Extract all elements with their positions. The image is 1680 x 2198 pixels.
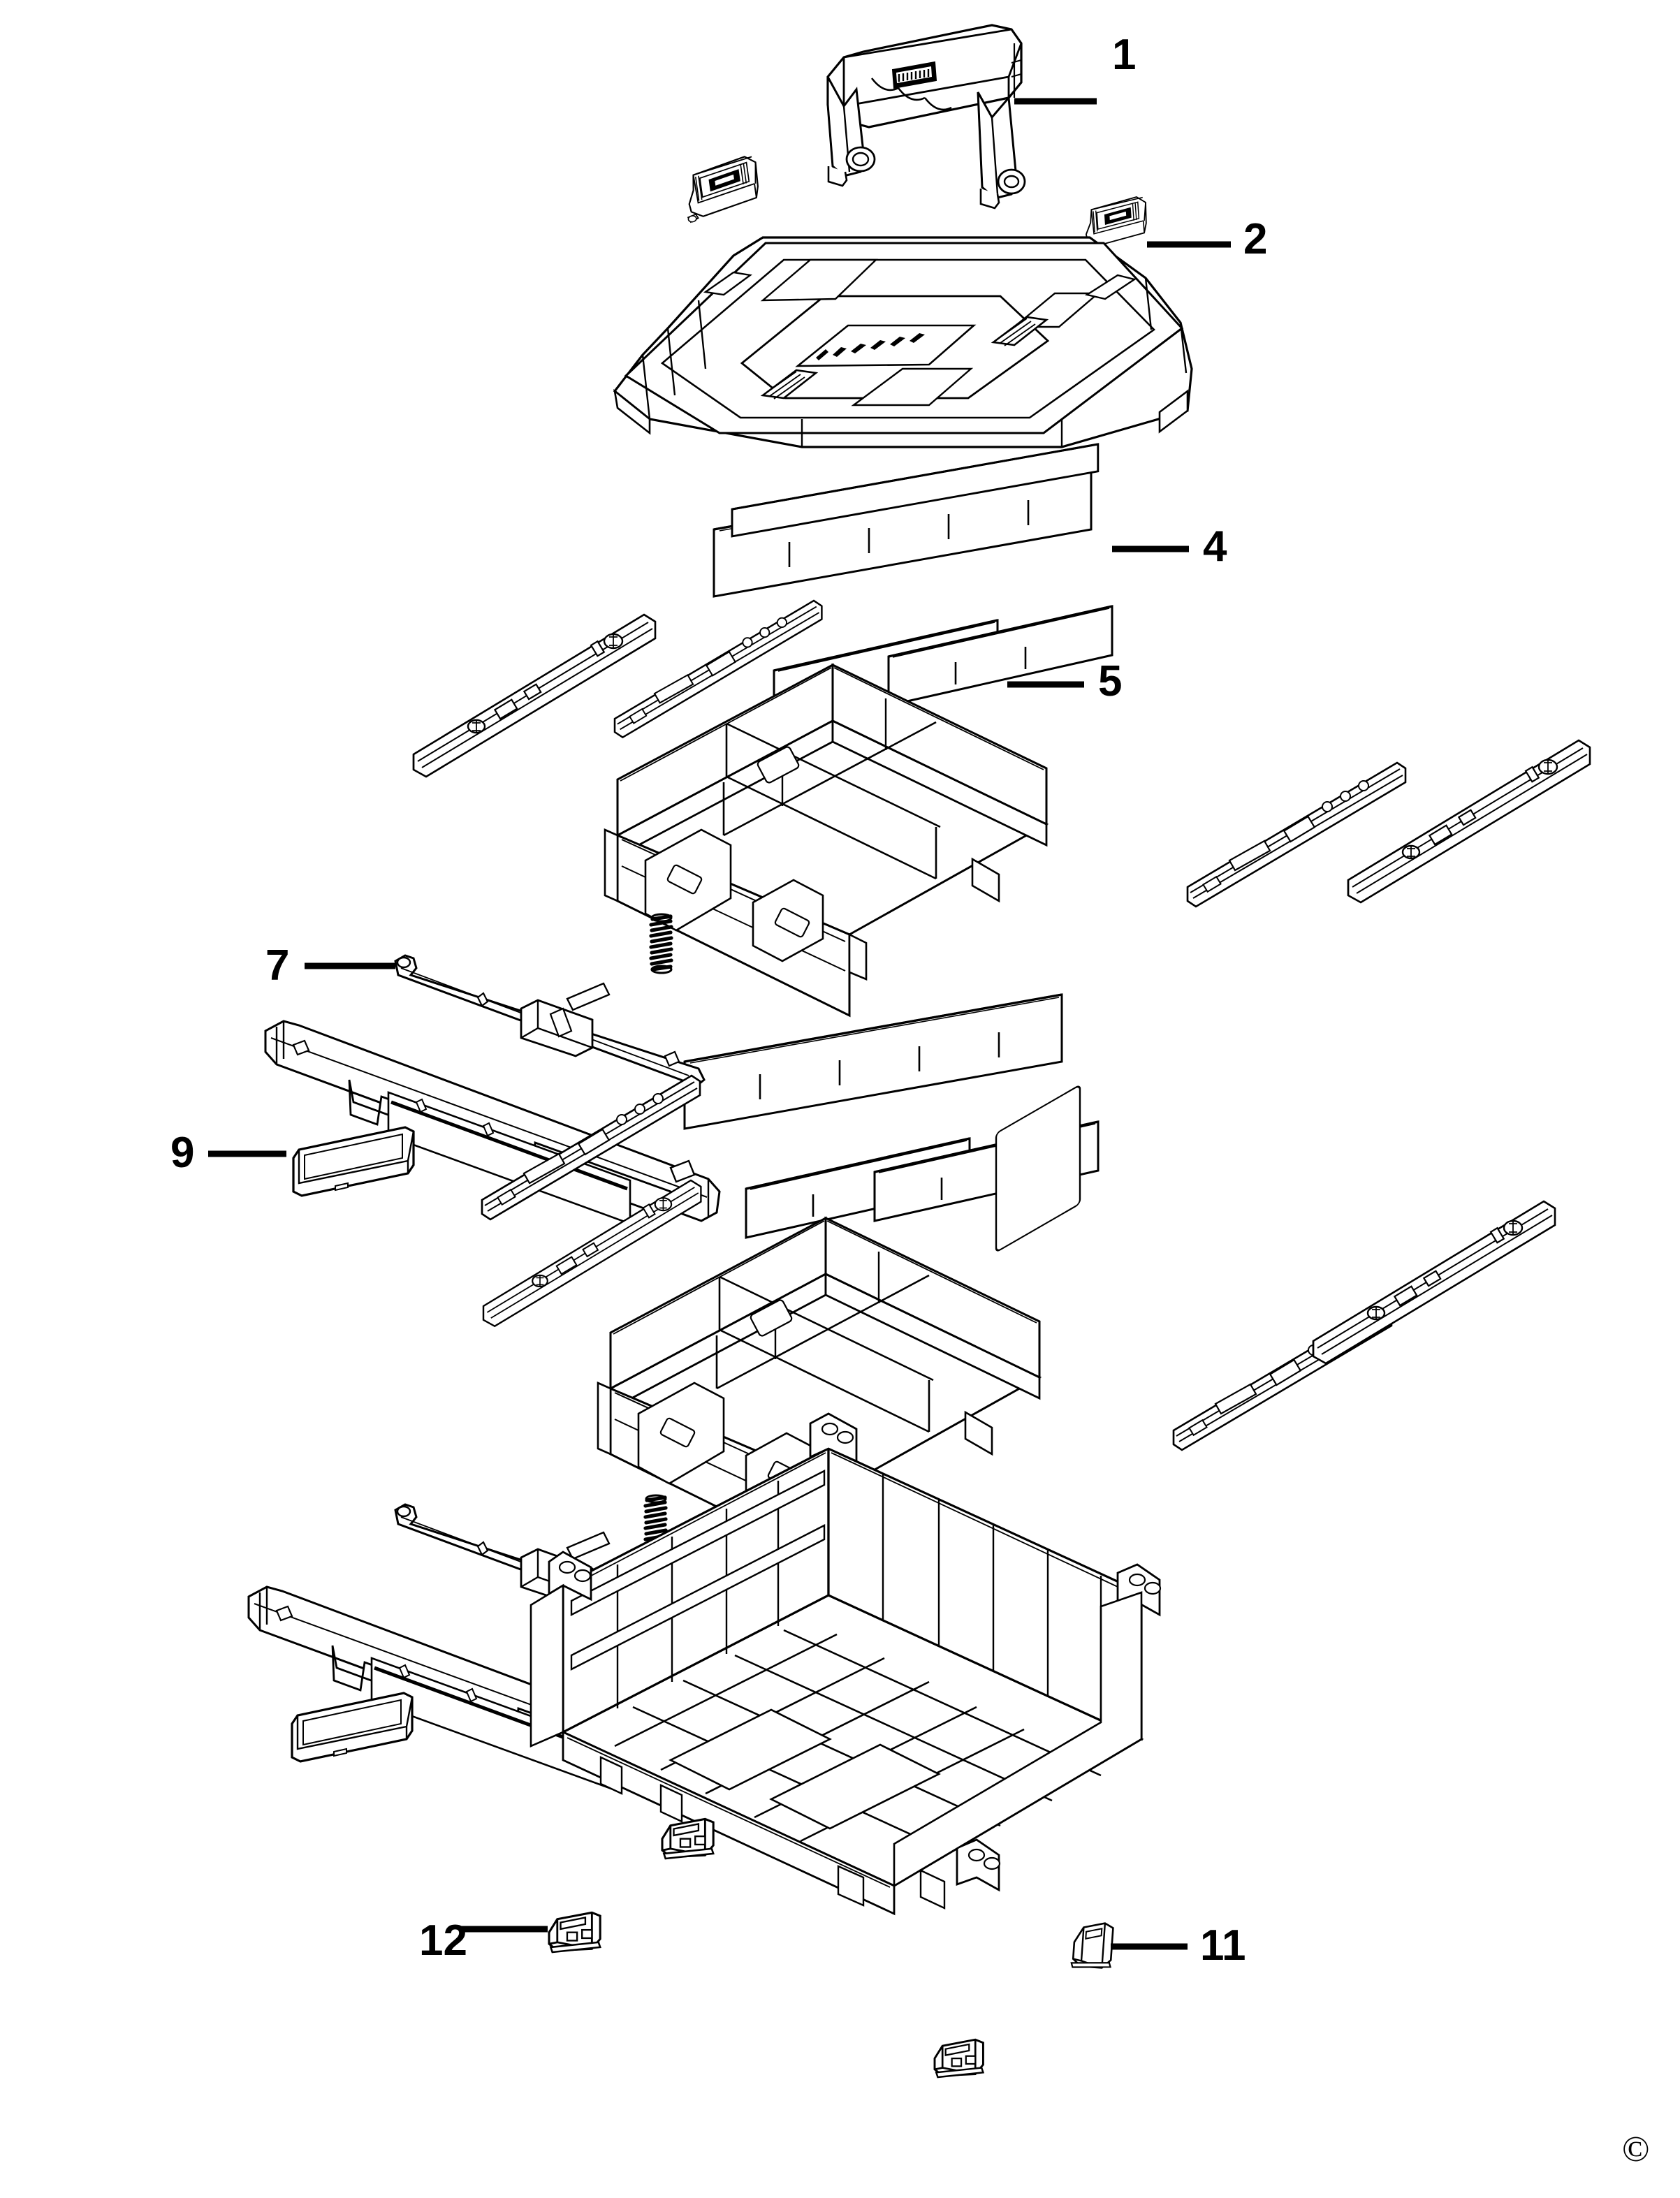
part-drawer-slide-rail-upper-right-b <box>1347 739 1591 904</box>
part-drawer-latch-rod-upper <box>394 954 706 1087</box>
callout-number-2: 2 <box>1243 215 1268 263</box>
part-case-body <box>529 1085 1162 1916</box>
part-drawer-label-plate-lower <box>291 1692 414 1763</box>
part-drawer-slide-rail-upper-left-a <box>412 613 657 778</box>
case-corner-post-front-right <box>956 1838 1001 1892</box>
part-coil-spring-upper <box>651 914 671 973</box>
callout-number-12: 12 <box>419 1917 467 1965</box>
part-drawer-tray-upper <box>604 663 1049 1018</box>
part-lid-shell <box>613 236 1193 448</box>
part-drawer-front-upper <box>264 1020 721 1225</box>
callout-number-7: 7 <box>265 942 290 990</box>
copyright-icon: © <box>1622 2130 1650 2169</box>
handle-brand-plaque <box>891 61 937 89</box>
part-divider-lower-a <box>683 993 1063 1130</box>
part-case-foot-front <box>933 2038 984 2079</box>
part-short-divider-panel-b <box>887 605 1113 707</box>
callout-number-9: 9 <box>170 1129 195 1177</box>
part-case-foot-center <box>661 1817 715 1860</box>
part-case-foot-left <box>548 1911 601 1954</box>
part-lid-handle <box>826 24 1026 210</box>
callout-number-1: 1 <box>1112 31 1137 79</box>
callout-number-4: 4 <box>1203 522 1227 571</box>
lid-brand-recess <box>795 324 977 367</box>
callout-leader-lines <box>208 98 1231 1950</box>
callout-number-5: 5 <box>1098 657 1123 705</box>
part-lid-latch-left <box>680 154 764 224</box>
part-long-divider-panel-rear <box>731 443 1100 538</box>
part-drawer-label-plate-upper <box>292 1126 415 1197</box>
callout-number-11: 11 <box>1200 1921 1246 1970</box>
case-corner-post-rear-center <box>809 1412 858 1463</box>
part-drawer-slide-rail-lower-right-b <box>1312 1200 1556 1365</box>
part-case-foot-right <box>1070 1922 1114 1969</box>
